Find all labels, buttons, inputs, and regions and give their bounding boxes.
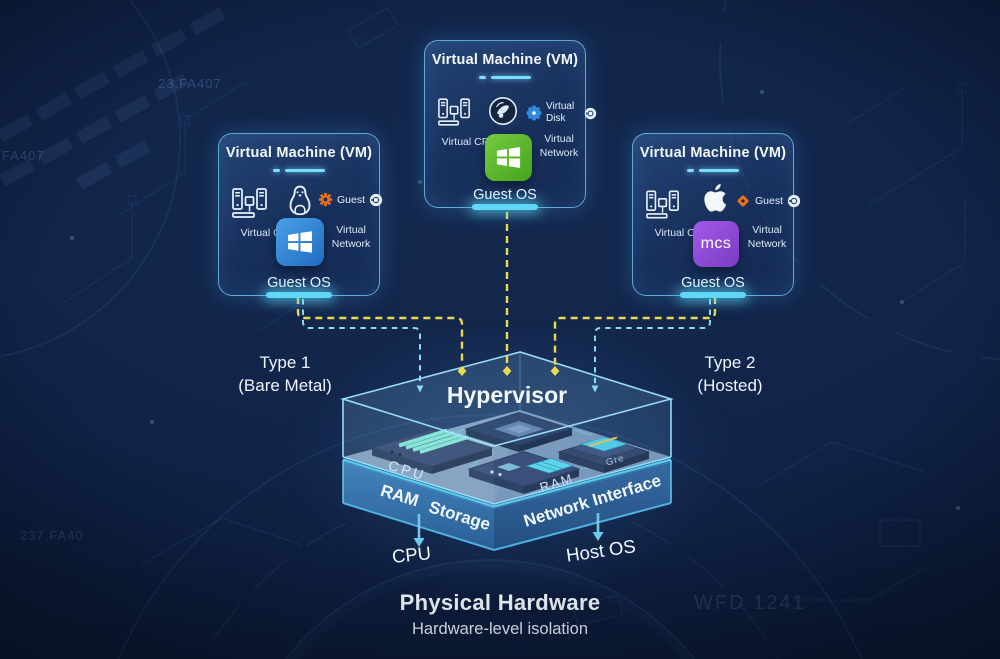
chip-ram	[467, 450, 581, 494]
virtual-cpu-servers-icon	[438, 98, 471, 126]
guest-badge-row: Guest	[735, 193, 801, 209]
background-text: FA407	[2, 148, 45, 163]
guest-badge-row: Guest	[318, 192, 383, 207]
virtual-disk-label: Virtual Disk	[546, 101, 575, 124]
guest-os-label: Guest OS	[681, 275, 745, 291]
disk-gear-icon	[526, 105, 542, 121]
vm-title: Virtual Machine (VM)	[639, 145, 787, 161]
guest-badge-label: Guest	[755, 195, 784, 207]
vm-port-glow	[680, 292, 746, 298]
type2-line1: Type 2	[704, 353, 756, 372]
background-text: 237.FA40	[20, 528, 84, 543]
badge-icon	[369, 193, 383, 207]
vm-connectors	[296, 212, 717, 393]
mcs-tile-text: mcs	[700, 235, 732, 252]
apple-icon	[701, 181, 730, 215]
badge-icon	[584, 107, 597, 120]
vm-card-type2: Virtual Machine (VM)	[632, 133, 801, 298]
vm-card-type1: Virtual Machine (VM)	[218, 133, 383, 298]
title-divider	[479, 76, 531, 79]
type2-label: Type 2 (Hosted)	[660, 352, 800, 398]
vm-port-glow	[266, 292, 332, 298]
vm-port-glow	[472, 204, 538, 210]
virtual-network-label: Virtual Network	[539, 133, 579, 159]
diamond-icon	[735, 193, 751, 209]
hardware-slab	[342, 460, 672, 552]
virtual-cpu-servers-icon	[646, 190, 680, 219]
background-text: 23.FA407	[158, 76, 222, 91]
mcs-os-tile: mcs	[693, 221, 739, 267]
guest-os-label: Guest OS	[267, 275, 331, 291]
windows-os-tile	[485, 134, 532, 181]
gear-icon	[318, 192, 333, 207]
orb-globe-icon	[488, 96, 518, 126]
physical-hardware-title: Physical Hardware	[399, 590, 601, 615]
badge-icon	[787, 194, 801, 208]
windows-logo-icon	[288, 231, 312, 253]
vm-title: Virtual Machine (VM)	[431, 52, 579, 68]
hardware-arrows	[413, 513, 604, 547]
vm-title: Virtual Machine (VM)	[225, 145, 373, 161]
chip-gpu	[557, 436, 651, 473]
type1-line2: (Bare Metal)	[238, 375, 332, 395]
virtual-network-label: Virtual Network	[747, 224, 787, 250]
windows-os-tile	[276, 218, 324, 266]
windows-logo-icon	[496, 147, 521, 168]
hypervisor-glass-box	[340, 351, 674, 505]
chip-cpu	[370, 428, 494, 474]
chip-gpu-label: Gre	[605, 453, 626, 469]
title-divider	[687, 169, 739, 172]
virtual-cpu-label: Virtual CPU	[441, 136, 497, 148]
virtual-cpu-servers-icon	[232, 188, 268, 218]
cyan-arrowheads	[416, 385, 599, 393]
yellow-arrowheads	[457, 366, 560, 376]
guest-badge-label: Guest	[337, 193, 366, 206]
virtual-disk-row: Virtual Disk	[526, 101, 597, 125]
type1-line1: Type 1	[259, 353, 311, 372]
background-text: WFD 1241	[694, 592, 806, 614]
title-divider	[273, 169, 325, 172]
guest-os-label: Guest OS	[473, 187, 537, 203]
platform-seam	[342, 456, 672, 510]
type2-line2: (Hosted)	[697, 375, 763, 395]
virtual-network-label: Virtual Network	[331, 224, 371, 250]
chip-back	[464, 411, 574, 452]
type1-label: Type 1 (Bare Metal)	[215, 352, 355, 398]
vm-card-center: Virtual Machine (VM)	[424, 40, 597, 210]
cpu-callout: CPU	[390, 542, 433, 567]
tux-penguin-icon	[286, 185, 314, 216]
isolation-subtitle: Hardware-level isolation	[411, 620, 589, 638]
hypervisor-title: Hypervisor	[447, 382, 567, 408]
